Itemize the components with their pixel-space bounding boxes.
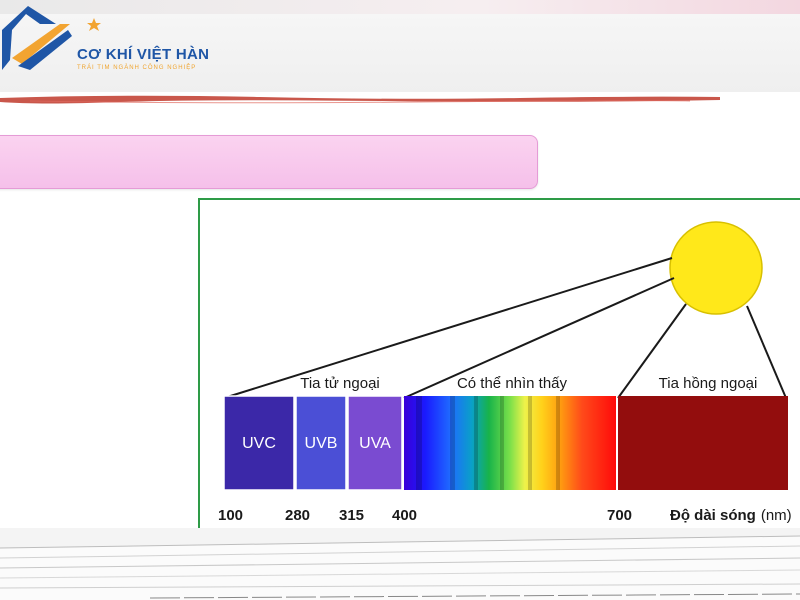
tick-label: 700 (607, 507, 632, 524)
band-uva (347, 395, 403, 491)
tick-label: 100 (218, 507, 243, 524)
brand-name: CƠ KHÍ VIỆT HÀN (77, 46, 210, 63)
header-band (0, 0, 800, 92)
ray-lines (223, 257, 787, 399)
visible-stripe-overlay (416, 396, 560, 490)
uv-bands: UVC UVB UVA (223, 395, 403, 491)
band-uvc (223, 395, 295, 491)
label-visible: Có thể nhìn thấy (457, 375, 568, 392)
electromagnetic-spectrum-diagram: Tia tử ngoại Có thể nhìn thấy Tia hồng n… (218, 221, 792, 524)
title-bar (0, 135, 538, 189)
visible-band (404, 396, 616, 490)
tick-labels: 100 280 315 400 700 (218, 507, 632, 524)
axis-label-text: Độ dài sóng (670, 507, 756, 524)
sun-icon (669, 221, 763, 315)
tick-label: 280 (285, 507, 310, 524)
band-uvb (295, 395, 347, 491)
band-label-uva: UVA (359, 435, 391, 452)
tick-label: 315 (339, 507, 364, 524)
paper-stack-footer (0, 528, 800, 600)
label-infrared: Tia hồng ngoại (659, 375, 758, 392)
axis-label: Độ dài sóng (nm) (670, 507, 792, 524)
brand-slogan: TRÁI TIM NGÀNH CÔNG NGHIỆP (77, 65, 197, 71)
axis-unit: (nm) (761, 507, 792, 524)
label-ultraviolet: Tia tử ngoại (300, 375, 380, 392)
red-brush-divider (0, 95, 720, 104)
brand-logo (2, 6, 101, 70)
infrared-band (618, 396, 788, 490)
top-strip (0, 0, 800, 14)
band-label-uvc: UVC (242, 435, 276, 452)
band-label-uvb: UVB (305, 435, 338, 452)
tick-label: 400 (392, 507, 417, 524)
